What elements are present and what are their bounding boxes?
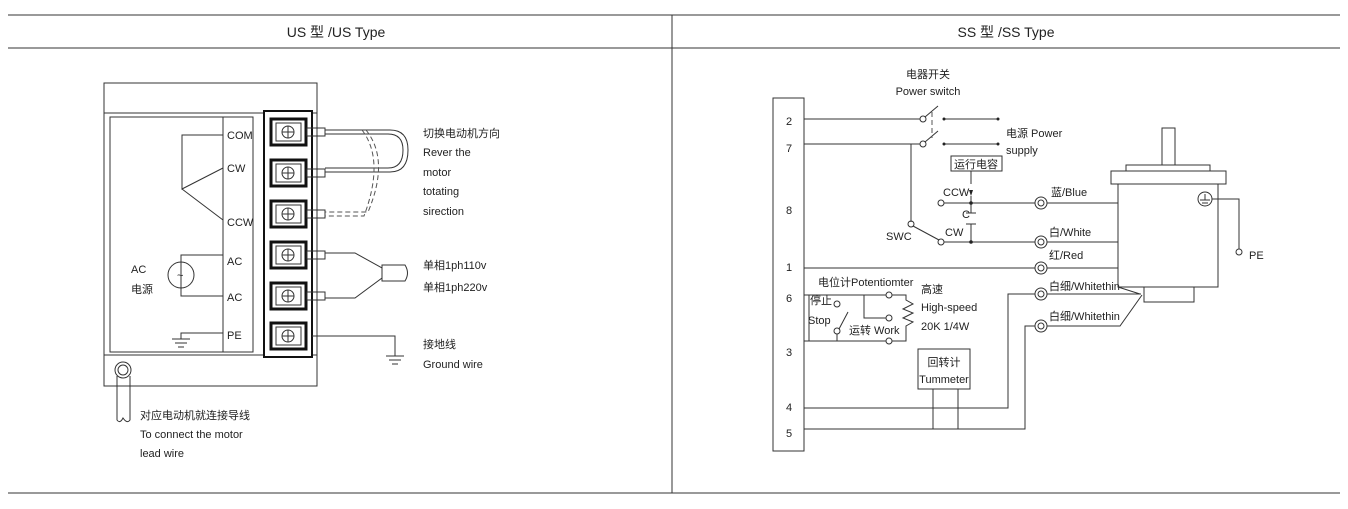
potentiometer-icon — [892, 294, 915, 342]
stop-label-cn: 停止 — [810, 293, 832, 307]
reverse-note-cn: 切换电动机方向 — [423, 126, 500, 140]
stop-work-switch-icon — [838, 311, 849, 330]
tummeter-cn: 回转计 — [928, 355, 961, 369]
run-capacitor-label: 运行电容 — [954, 157, 998, 171]
power-supply-label-2: supply — [1006, 145, 1038, 157]
terminal-7: 7 — [786, 143, 792, 155]
direction-switch-icon — [912, 225, 940, 241]
pe-label: PE — [1249, 250, 1264, 262]
jumper-wire — [325, 129, 409, 173]
controller-housing — [103, 82, 318, 387]
high-speed-cn: 高速 — [921, 282, 943, 296]
power-switch-icon — [919, 105, 1000, 148]
terminal-6: 6 — [786, 293, 792, 305]
wire-connectors — [1034, 196, 1048, 333]
terminal-2: 2 — [786, 116, 792, 128]
header-us-type: US 型 /US Type — [287, 24, 386, 40]
terminal-8: 8 — [786, 205, 792, 217]
terminal-screws — [269, 117, 326, 351]
work-label: 运转 Work — [849, 323, 900, 337]
ground-wire-icon — [386, 355, 404, 365]
potentiometer-rating: 20K 1/4W — [921, 321, 970, 333]
high-speed-en: High-speed — [921, 302, 977, 314]
lead-note-cn: 对应电动机就连接导线 — [140, 408, 250, 422]
lead-note-en1: To connect the motor — [140, 429, 243, 441]
terminal-label-ccw: CCW — [227, 217, 254, 229]
terminal-label-ac1: AC — [227, 256, 242, 268]
ground-icon — [172, 338, 190, 348]
tilde-symbol: ~ — [177, 270, 183, 282]
ss-diagram: 2 7 8 1 6 3 4 5 电器开关 Power switch 电源 Pow… — [772, 67, 1264, 452]
wire-white-label: 白/White — [1049, 225, 1091, 239]
terminal-1: 1 — [786, 262, 792, 274]
ccw-label: CCW — [943, 187, 970, 199]
reverse-note-line3: totating — [423, 186, 459, 198]
motor-icon — [1110, 127, 1227, 303]
potentiometer-label: 电位计Potentiomter — [818, 275, 914, 289]
swc-label: SWC — [886, 231, 912, 243]
ac-source-icon — [167, 261, 195, 289]
capacitor-c-label: C — [962, 209, 970, 221]
power-cable-icon — [381, 264, 408, 282]
header-ss-type: SS 型 /SS Type — [957, 24, 1054, 40]
terminal-3: 3 — [786, 347, 792, 359]
power-note-220v: 单相1ph220v — [423, 281, 488, 294]
stop-label-en: Stop — [808, 315, 831, 327]
ground-note-en: Ground wire — [423, 359, 483, 371]
terminal-label-ac2: AC — [227, 292, 242, 304]
terminal-label-pe: PE — [227, 330, 242, 342]
terminal-block — [263, 110, 313, 358]
terminal-5: 5 — [786, 428, 792, 440]
ground-note-cn: 接地线 — [423, 337, 456, 351]
internal-circuit-box — [109, 116, 254, 353]
power-note-110v: 单相1ph110v — [423, 259, 487, 272]
terminal-4: 4 — [786, 402, 792, 414]
cw-label: CW — [945, 227, 964, 239]
terminal-label-com: COM — [227, 130, 253, 142]
power-switch-cn: 电器开关 — [906, 67, 950, 81]
power-supply-label-1: 电源 Power — [1006, 126, 1063, 140]
wire-whitethin-label-2: 白细/Whitethin — [1049, 309, 1120, 323]
wire-blue-label: 蓝/Blue — [1051, 186, 1087, 199]
tummeter-box — [917, 348, 971, 390]
terminal-strip — [772, 97, 805, 452]
reverse-note-line4: sirection — [423, 206, 464, 218]
us-diagram: ~ AC 电源 COM CW CCW AC AC PE — [103, 82, 500, 460]
terminal-label-cw: CW — [227, 163, 246, 175]
lead-note-en2: lead wire — [140, 448, 184, 460]
ac-label: AC — [131, 264, 146, 276]
lead-wire-grommet-icon — [114, 361, 132, 379]
reverse-note-line2: motor — [423, 167, 451, 179]
wire-red-label: 红/Red — [1049, 249, 1083, 262]
ac-power-label: 电源 — [131, 282, 153, 296]
power-switch-en: Power switch — [896, 86, 961, 98]
wire-whitethin-label-1: 白细/Whitethin — [1049, 279, 1120, 293]
reverse-note-line1: Rever the — [423, 147, 471, 159]
tummeter-en: Tummeter — [919, 374, 969, 386]
